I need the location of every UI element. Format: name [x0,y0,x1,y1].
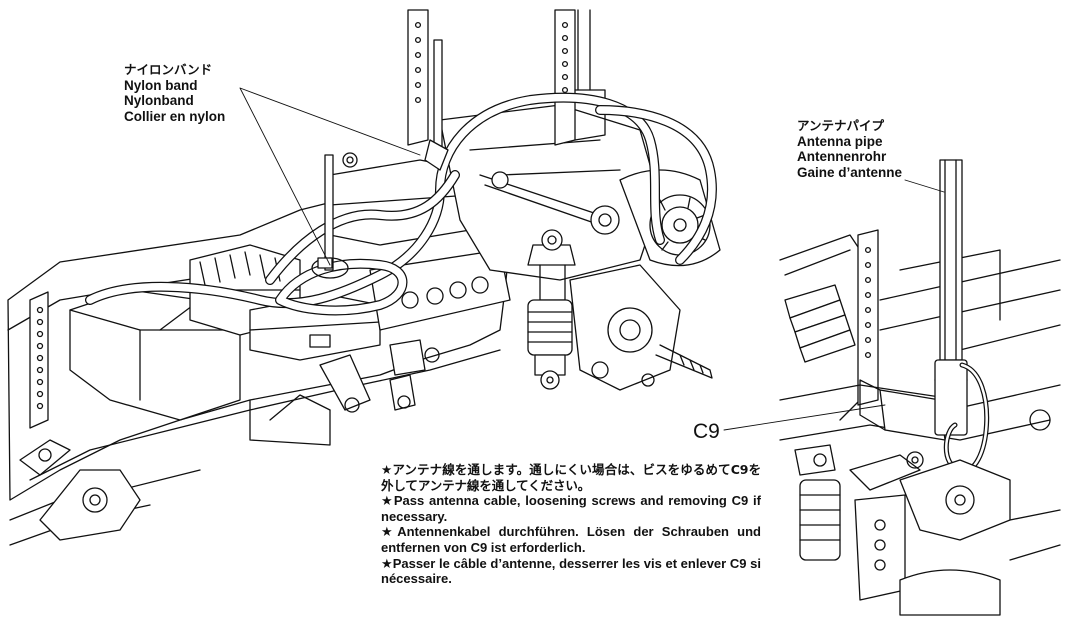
antenna-pipe-label-en: Antenna pipe [797,133,883,149]
nylon-band-label: ナイロンバンド Nylon band Nylonband Collier en … [124,62,225,124]
instruction-note-ja: ★アンテナ線を通します。通しにくい場合は、ビスをゆるめてC9を外してアンテナ線を… [381,462,761,493]
left-antenna-post [29,291,49,429]
c9-leader [723,404,886,431]
instruction-note-de: ★Antennenkabel durchführen. Lösen der Sc… [381,524,761,555]
antenna-pipe-label-fr: Gaine d’antenne [797,164,903,180]
gearbox [439,104,721,281]
antenna-pipe-label-ja: アンテナパイプ [797,118,885,133]
instruction-note: ★アンテナ線を通します。通しにくい場合は、ビスをゆるめてC9を外してアンテナ線を… [381,462,761,587]
antenna-pipe-label: アンテナパイプ Antenna pipe Antennenrohr Gaine … [797,118,902,180]
center-plate [369,249,511,376]
antenna-pipe-leader [904,179,945,193]
nylon-band-label-en: Nylon band [124,77,198,93]
part-c9-label: C9 [693,420,720,443]
antenna-cable [85,92,717,316]
nylon-band-label-de: Nylonband [124,93,194,108]
rear-hub [569,264,713,391]
front-antenna-post [407,9,443,156]
nylon-band-leader [239,87,421,266]
instruction-note-en: ★Pass antenna cable, loosening screws an… [381,493,761,524]
antenna-pipe-label-de: Antennenrohr [797,149,887,164]
inset-illustration [779,159,1061,616]
nylon-band-label-ja: ナイロンバンド [124,62,213,77]
instruction-note-fr: ★Passer le câble d’antenne, desserrer le… [381,555,761,587]
nylon-band-label-fr: Collier en nylon [124,108,226,124]
rear-shock [527,229,576,390]
nylon-band-tie [311,139,449,279]
